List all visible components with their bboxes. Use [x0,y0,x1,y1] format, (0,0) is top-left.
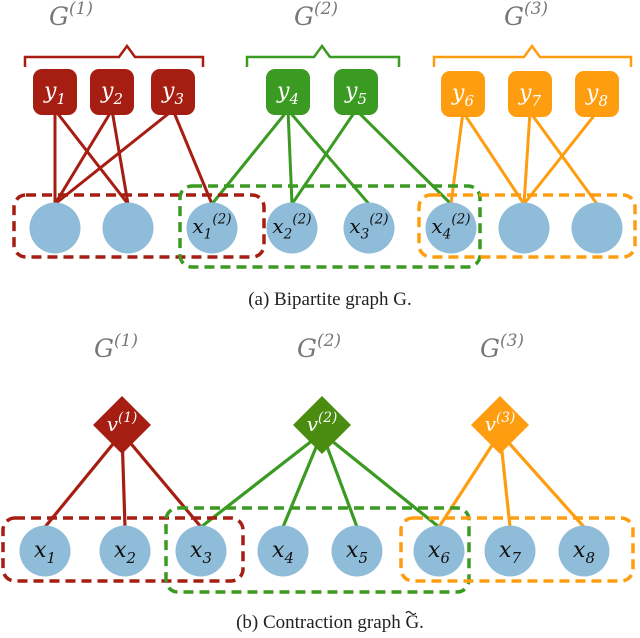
bottom-edge-1 [43,431,124,529]
bottom-x-node-label-1: x1 [34,538,56,567]
top-x-node-4 [266,202,318,254]
v-node-3 [471,396,529,454]
top-edge-16 [522,111,599,205]
y-node-8 [575,71,619,117]
top-x-node-6 [425,202,477,254]
nodes-layer [19,69,623,577]
caption-b-tilde [405,610,417,616]
bottom-edge-6 [320,432,359,528]
y-node-label-6: y6 [451,81,474,110]
bottom-group-box-3 [399,516,635,583]
v-node-label-1: v(1) [107,410,138,436]
bottom-x-node-label-4: x4 [272,538,294,567]
top-edge-13 [461,111,526,205]
top-group-box-1 [12,193,266,259]
bottom-x-node-2 [99,525,151,577]
y-node-1 [33,69,77,115]
top-edge-10 [290,109,358,205]
bottom-x-node-label-8: x8 [573,538,595,567]
bottom-edge-4 [200,431,323,529]
top-brace-3 [432,43,633,67]
y-node-label-2: y2 [100,79,123,108]
top-x-node-label-4: x2(2) [272,212,311,243]
top-brace-2 [245,43,401,67]
y-node-label-8: y8 [585,81,608,110]
top-x-node-7 [498,202,550,254]
top-edge-3 [53,109,114,205]
labels-layer: y1 y2 y3 y4 y5 y6 y7 y8 x1(2) x2(2) x3(2) x4(2) G(1)… [34,0,608,633]
v-node-1 [93,396,151,454]
top-edge-4 [110,109,130,205]
y-node-2 [90,69,134,115]
bottom-x-node-5 [331,525,383,577]
top-edge-7 [210,109,290,205]
bottom-x-node-6 [413,525,465,577]
top-group-box-2 [178,184,482,269]
bottom-group-label-3: G(3) [480,331,524,363]
y-node-7 [508,71,552,117]
bottom-x-node-8 [558,525,610,577]
top-edge-8 [286,109,294,205]
bottom-x-node-label-6: x6 [428,538,450,567]
top-edge-9 [286,109,371,205]
bottom-edge-10 [498,431,586,529]
top-group-box-3 [417,193,637,259]
y-node-label-1: y1 [43,79,66,108]
y-node-label-5: y5 [344,79,367,108]
bottom-x-node-1 [19,525,71,577]
y-node-5 [334,69,378,115]
bottom-edge-8 [437,432,502,528]
y-node-label-3: y3 [161,79,184,108]
top-edge-5 [54,108,174,206]
top-group-label-3: G(3) [504,0,548,31]
bottom-x-node-4 [257,525,309,577]
top-x-node-3 [186,202,238,254]
bottom-edge-7 [320,431,441,529]
v-node-label-3: v(3) [485,410,516,436]
caption-a: (a) Bipartite graph G. [248,289,412,310]
top-edge-14 [522,111,532,205]
bottom-edge-5 [281,432,324,528]
edges-layer [43,108,599,529]
top-edge-2 [53,109,130,205]
group-boxes-layer [1,43,637,594]
top-edge-11 [354,108,453,206]
bottom-x-node-label-7: x7 [499,538,521,567]
y-node-4 [266,69,310,115]
bottom-group-label-1: G(1) [94,331,138,363]
top-x-node-label-6: x4(2) [431,212,470,243]
bottom-x-node-7 [484,525,536,577]
bottom-edge-3 [120,431,203,529]
bottom-x-node-3 [175,525,227,577]
v-node-label-2: v(2) [307,410,338,436]
y-node-label-7: y7 [518,81,541,110]
top-brace-1 [23,43,205,67]
top-x-node-8 [571,202,623,254]
bottom-group-box-2 [164,506,471,594]
top-x-node-label-3: x1(2) [192,212,231,243]
bottom-group-box-1 [1,516,245,583]
y-node-label-4: y4 [276,79,299,108]
bottom-x-node-label-5: x5 [346,538,368,567]
bottom-group-label-2: G(2) [297,331,341,363]
top-edge-6 [171,109,214,205]
caption-b: (b) Contraction graph G. [236,612,424,633]
top-x-node-5 [343,202,395,254]
top-group-label-2: G(2) [294,0,338,31]
bottom-x-node-label-2: x2 [114,538,136,567]
v-node-2 [293,396,351,454]
top-x-node-label-5: x3(2) [349,212,388,243]
y-node-6 [441,71,485,117]
top-x-node-1 [29,202,81,254]
top-edge-12 [449,111,465,205]
bottom-x-node-label-3: x3 [190,538,212,567]
top-x-node-2 [102,202,154,254]
top-edge-15 [528,111,599,205]
y-node-3 [151,69,195,115]
top-group-label-1: G(1) [49,0,93,31]
